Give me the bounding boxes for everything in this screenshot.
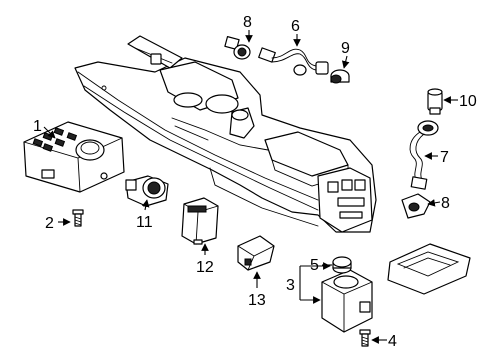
switch-part-13	[237, 235, 275, 271]
leader-9	[341, 55, 350, 69]
callout-5: 5	[310, 257, 319, 274]
callout-2: 2	[45, 215, 54, 232]
leader-11	[141, 199, 150, 211]
callout-4: 4	[388, 333, 397, 350]
socket-assembly-part-3	[321, 269, 373, 333]
leader-8-right	[427, 199, 441, 207]
callout-12: 12	[196, 259, 214, 276]
callout-7: 7	[440, 149, 449, 166]
callout-8-right: 8	[441, 195, 450, 212]
callout-numbers: 1 2 3 4 5 6 7 8 8 9 10 11 12 13	[33, 14, 477, 350]
leader-lines	[43, 30, 458, 344]
storage-tray	[387, 243, 471, 295]
screw-part-2	[72, 209, 84, 227]
switch-part-12	[181, 197, 219, 245]
switch-part-11	[125, 175, 169, 207]
callout-6: 6	[291, 18, 300, 35]
callout-10: 10	[459, 93, 477, 110]
control-unit-part-1	[23, 121, 125, 193]
connector-part-8-right	[401, 193, 431, 219]
connector-part-8-top	[224, 36, 251, 60]
callout-9: 9	[341, 40, 350, 57]
leader-1	[43, 126, 56, 139]
harness-part-7	[409, 120, 439, 190]
knob-part-5	[332, 256, 352, 274]
callout-13: 13	[248, 292, 266, 309]
callout-3: 3	[286, 277, 295, 294]
callout-8-top: 8	[243, 14, 252, 31]
callout-1: 1	[33, 118, 42, 135]
harness-part-6	[258, 47, 329, 76]
callout-11: 11	[136, 214, 153, 231]
screw-part-4	[359, 329, 371, 347]
plug-part-10	[427, 88, 443, 115]
clip-part-9	[330, 69, 350, 84]
center-console	[74, 35, 377, 233]
